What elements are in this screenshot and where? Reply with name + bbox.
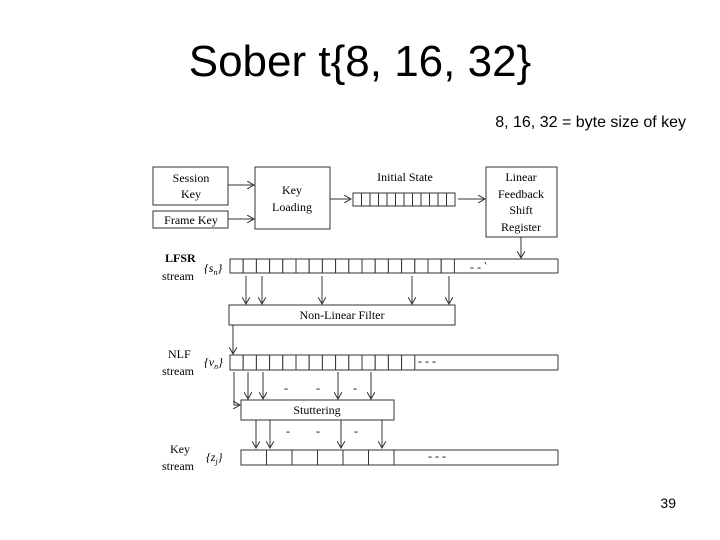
register-cell [291, 449, 318, 466]
register-cell [295, 258, 310, 274]
register-cell [255, 354, 271, 371]
register-cell [335, 258, 350, 274]
lfsr-stream-label-2: stream [162, 269, 195, 283]
register-cell [342, 449, 369, 466]
register-cell [352, 192, 362, 207]
nonlinear-filter-box [228, 304, 456, 326]
register-cell [401, 354, 416, 371]
initial-state-label: Initial State [377, 170, 433, 184]
session-key-label-1: Session [173, 171, 210, 185]
register-cell [242, 354, 257, 371]
stutter-input-dashes-3: - [353, 381, 357, 395]
key-stream-label-2: stream [162, 459, 195, 473]
register-cell [229, 258, 244, 274]
key-stream-label-1: Key [170, 442, 190, 456]
register-cell [269, 354, 284, 371]
key-input-dashes-2: - [316, 424, 320, 438]
register-cell [317, 449, 344, 466]
initial-state-register [352, 192, 456, 207]
register-cell [361, 192, 371, 207]
register-cell [240, 449, 267, 466]
register-cell [282, 354, 297, 371]
lfsr-label-1: Linear [505, 170, 536, 184]
frame-key-label: Frame Key [164, 213, 218, 227]
register-cell [266, 449, 293, 466]
slide-title: Sober t{8, 16, 32} [188, 37, 532, 86]
lfsr-stream-label-1: LFSR [165, 251, 196, 265]
register-cell [412, 192, 422, 207]
register-cell [321, 258, 337, 274]
register-cell [395, 192, 405, 207]
register-cell [429, 192, 439, 207]
register-cell [308, 258, 323, 274]
key-stream-register [240, 449, 559, 466]
key-input-dashes-3: - [354, 424, 358, 438]
register-cell [348, 354, 363, 371]
register-cell [369, 192, 379, 207]
nlf-stream-label-2: stream [162, 364, 195, 378]
register-cell [361, 354, 376, 371]
stutter-feed-arrow-1 [234, 372, 240, 405]
register-cell [368, 449, 395, 466]
stutter-input-dashes: - [284, 381, 288, 395]
register-cell [401, 258, 416, 274]
register-cell [229, 354, 244, 371]
register-cell [335, 354, 350, 371]
register-cell [242, 258, 257, 274]
register-cell [403, 192, 413, 207]
register-cell [269, 258, 284, 274]
key-loading-label-2: Loading [272, 200, 312, 214]
register-cell [378, 192, 388, 207]
stutter-input-dashes-2: - [316, 381, 320, 395]
lfsr-symbol: {sn} [204, 261, 222, 277]
register-cell [374, 354, 389, 371]
key-loading-label-1: Key [282, 183, 302, 197]
lfsr-label-2: Feedback [498, 187, 544, 201]
register-cell [255, 258, 271, 274]
stuttering-box [240, 399, 395, 421]
nlf-stream-register [229, 354, 559, 371]
register-cell [446, 192, 456, 207]
register-cell [387, 354, 403, 371]
stuttering-label: Stuttering [293, 403, 340, 417]
lfsr-label-3: Shift [509, 203, 533, 217]
register-cell [295, 354, 310, 371]
key-symbol: {zj} [206, 450, 223, 466]
lfsr-label-4: Register [501, 220, 541, 234]
register-cell [386, 192, 396, 207]
register-cell [414, 258, 429, 274]
register-cell [420, 192, 430, 207]
nlf-stream-label-1: NLF [168, 347, 191, 361]
session-key-label-2: Key [181, 187, 201, 201]
register-cell [282, 258, 297, 274]
lfsr-ellipsis: - - ‵ [470, 260, 487, 274]
nlf-symbol: {vn} [204, 355, 223, 371]
register-cell [374, 258, 389, 274]
page-number: 39 [660, 495, 676, 511]
lfsr-stream-register [229, 258, 559, 274]
key-loading-box [254, 166, 331, 230]
key-input-dashes: - [286, 424, 290, 438]
register-cell [440, 258, 455, 274]
session-key-box [152, 166, 229, 206]
nonlinear-filter-label: Non-Linear Filter [300, 308, 385, 322]
register-cell [387, 258, 403, 274]
key-ellipsis: - - - [428, 449, 446, 463]
register-cell [437, 192, 447, 207]
slide-subtitle: 8, 16, 32 = byte size of key [495, 114, 686, 131]
nlf-ellipsis: - - - [418, 354, 436, 368]
register-cell [321, 354, 337, 371]
register-cell [348, 258, 363, 274]
register-cell [427, 258, 442, 274]
register-cell [308, 354, 323, 371]
register-cell [361, 258, 376, 274]
